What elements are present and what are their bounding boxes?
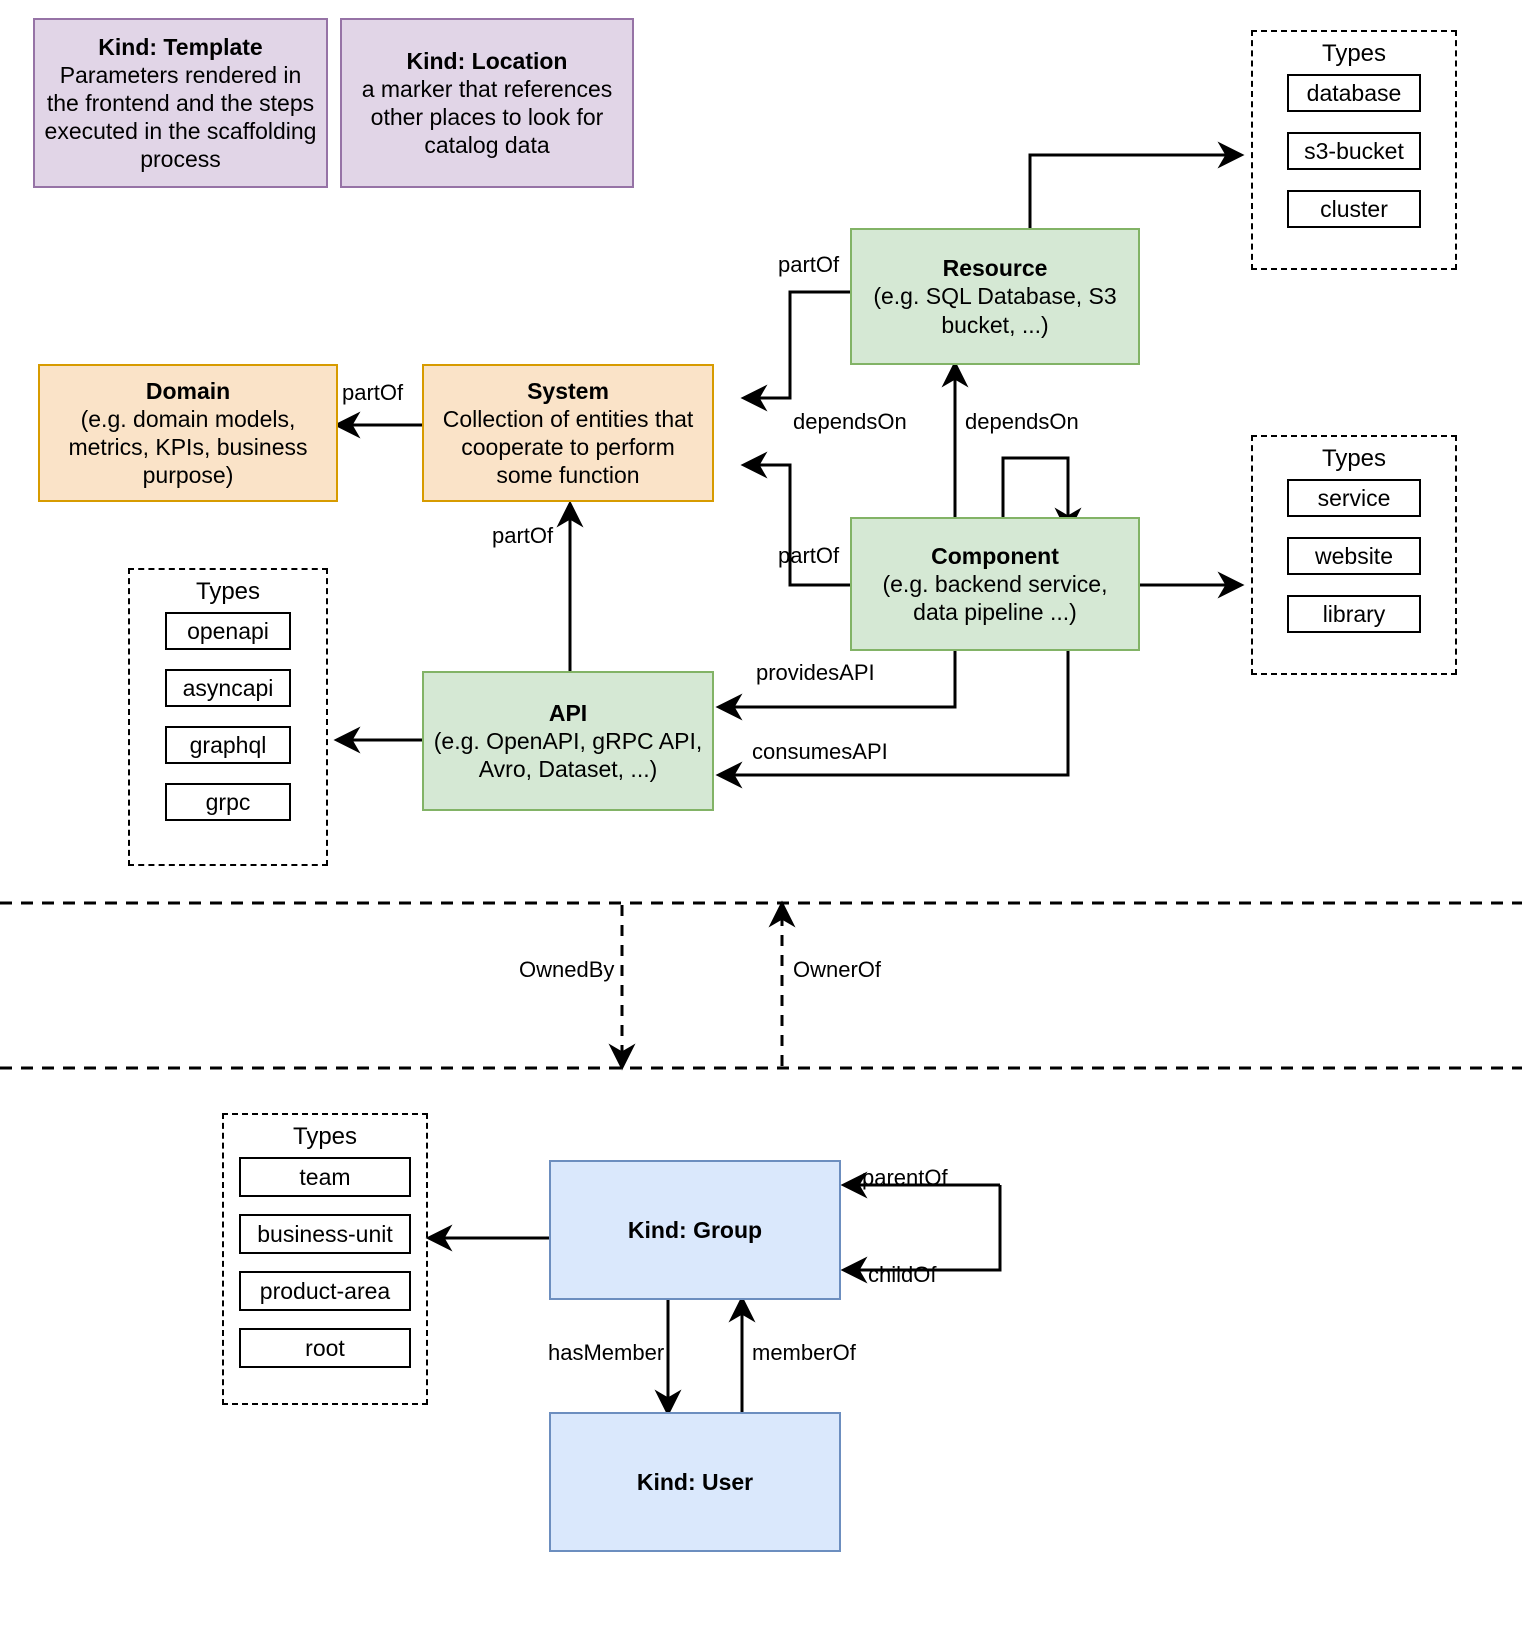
node-api[interactable]: API (e.g. OpenAPI, gRPC API, Avro, Datas… (422, 671, 714, 811)
node-title: System (527, 377, 609, 404)
node-description: (e.g. backend service, data pipeline ...… (882, 570, 1108, 626)
node-system[interactable]: System Collection of entities that coope… (422, 364, 714, 502)
types-group-label: Types (1321, 40, 1387, 67)
types-group-label: Types (1321, 445, 1387, 472)
node-title: Kind: Location (406, 47, 568, 74)
node-title: Component (931, 542, 1059, 569)
node-title: Kind: Group (627, 1216, 763, 1243)
node-kind-user[interactable]: Kind: User (549, 1412, 841, 1552)
node-description: Collection of entities that cooperate to… (442, 405, 694, 489)
types-group-label: Types (195, 578, 261, 605)
types-group-label: Types (292, 1123, 358, 1150)
type-item[interactable]: product-area (239, 1271, 411, 1311)
edge-label-component-consumesapi: consumesAPI (752, 739, 888, 764)
node-title: Kind: User (636, 1468, 754, 1495)
edge-label-ownerof: OwnerOf (793, 957, 882, 982)
node-title: Resource (942, 255, 1048, 282)
node-description: (e.g. OpenAPI, gRPC API, Avro, Dataset, … (433, 727, 703, 783)
node-title: Domain (145, 377, 231, 404)
edge-label-group-childof: childOf (868, 1262, 937, 1287)
edge-label-system-partof-domain: partOf (342, 380, 404, 405)
type-item[interactable]: openapi (165, 612, 291, 650)
edge-label-component-partof-system: partOf (778, 543, 840, 568)
type-item[interactable]: database (1287, 74, 1421, 112)
edge-label-group-parentof: parentOf (862, 1165, 948, 1190)
type-item[interactable]: library (1287, 595, 1421, 633)
edge-label-user-memberof: memberOf (752, 1340, 856, 1365)
type-item[interactable]: cluster (1287, 190, 1421, 228)
node-kind-location[interactable]: Kind: Location a marker that references … (340, 18, 634, 188)
types-group-group: Types team business-unit product-area ro… (222, 1113, 428, 1405)
types-group-api: Types openapi asyncapi graphql grpc (128, 568, 328, 866)
edge-label-component-dependson-component: dependsOn (965, 409, 1079, 434)
node-description: a marker that references other places to… (361, 75, 613, 159)
node-kind-group[interactable]: Kind: Group (549, 1160, 841, 1300)
node-title: API (548, 699, 588, 726)
node-description: (e.g. domain models, metrics, KPIs, busi… (68, 405, 308, 489)
edge-label-component-providesapi: providesAPI (756, 660, 875, 685)
type-item[interactable]: root (239, 1328, 411, 1368)
edge-label-ownedby: OwnedBy (519, 957, 615, 982)
node-component[interactable]: Component (e.g. backend service, data pi… (850, 517, 1140, 651)
node-domain[interactable]: Domain (e.g. domain models, metrics, KPI… (38, 364, 338, 502)
edge-label-component-dependson-resource: dependsOn (793, 409, 907, 434)
node-title: Kind: Template (98, 33, 263, 60)
edge-label-api-partof-system: partOf (492, 523, 554, 548)
edge-label-resource-partof-system: partOf (778, 252, 840, 277)
type-item[interactable]: website (1287, 537, 1421, 575)
type-item[interactable]: s3-bucket (1287, 132, 1421, 170)
type-item[interactable]: asyncapi (165, 669, 291, 707)
type-item[interactable]: service (1287, 479, 1421, 517)
type-item[interactable]: graphql (165, 726, 291, 764)
type-item[interactable]: grpc (165, 783, 291, 821)
edge-label-group-hasmember: hasMember (548, 1340, 665, 1365)
node-description: Parameters rendered in the frontend and … (44, 61, 317, 173)
node-kind-template[interactable]: Kind: Template Parameters rendered in th… (33, 18, 328, 188)
type-item[interactable]: team (239, 1157, 411, 1197)
types-group-resource: Types database s3-bucket cluster (1251, 30, 1457, 270)
node-description: (e.g. SQL Database, S3 bucket, ...) (873, 283, 1117, 338)
type-item[interactable]: business-unit (239, 1214, 411, 1254)
node-resource[interactable]: Resource (e.g. SQL Database, S3 bucket, … (850, 228, 1140, 365)
types-group-component: Types service website library (1251, 435, 1457, 675)
